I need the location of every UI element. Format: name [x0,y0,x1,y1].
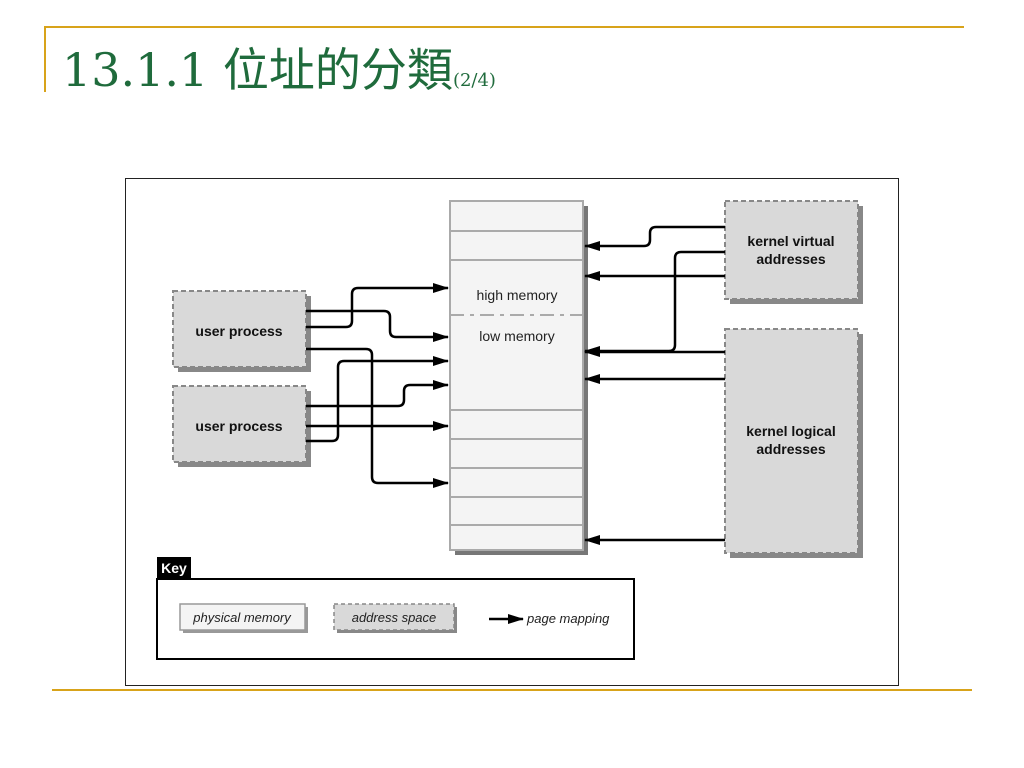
slide-title: 13.1.1 位址的分類(2/4) [62,40,496,111]
title-top-rule [44,26,964,28]
kernel-virtual-label-line2: addresses [756,251,825,267]
slide-title-text: 13.1.1 位址的分類 [62,43,453,97]
page-mapping-arrow [306,309,449,342]
kernel-logical-label-line1: kernel logical [746,423,835,439]
page-mapping-arrow [306,347,449,488]
page-mapping-arrow [584,225,725,251]
key-legend: Key physical memory address space page m… [156,557,635,660]
page-mapping-arrow [306,356,449,443]
high-memory-label: high memory [477,287,558,303]
key-title: Key [161,560,187,576]
page-mapping-arrow [306,380,449,408]
page-mapping-arrow [306,283,449,329]
bottom-rule [52,689,972,691]
key-address-space-swatch [333,603,455,631]
physical-memory-column: high memory low memory [449,200,588,555]
user-process-label: user process [195,323,282,339]
user-process-box: user process [172,385,311,467]
user-process-box: user process [172,290,311,372]
key-physical-memory-swatch [179,603,306,631]
key-page-mapping-label: page mapping [526,611,610,626]
page-mapping-arrow [584,250,725,356]
key-title-background [157,557,191,579]
low-memory-label: low memory [479,328,554,344]
kernel-logical-label-line2: addresses [756,441,825,457]
user-process-label: user process [195,418,282,434]
page-indicator: (2/4) [452,70,496,91]
title-vertical-rule [44,26,46,92]
key-physical-memory-label: physical memory [192,610,292,625]
kernel-virtual-addresses-box: kernel virtual addresses [724,200,863,304]
key-address-space-label: address space [352,610,437,625]
figure-frame: high memory low memory user process user… [125,178,899,686]
kernel-logical-addresses-box: kernel logical addresses [724,328,863,558]
kernel-virtual-label-line1: kernel virtual [747,233,834,249]
memory-address-diagram: high memory low memory user process user… [156,200,863,660]
